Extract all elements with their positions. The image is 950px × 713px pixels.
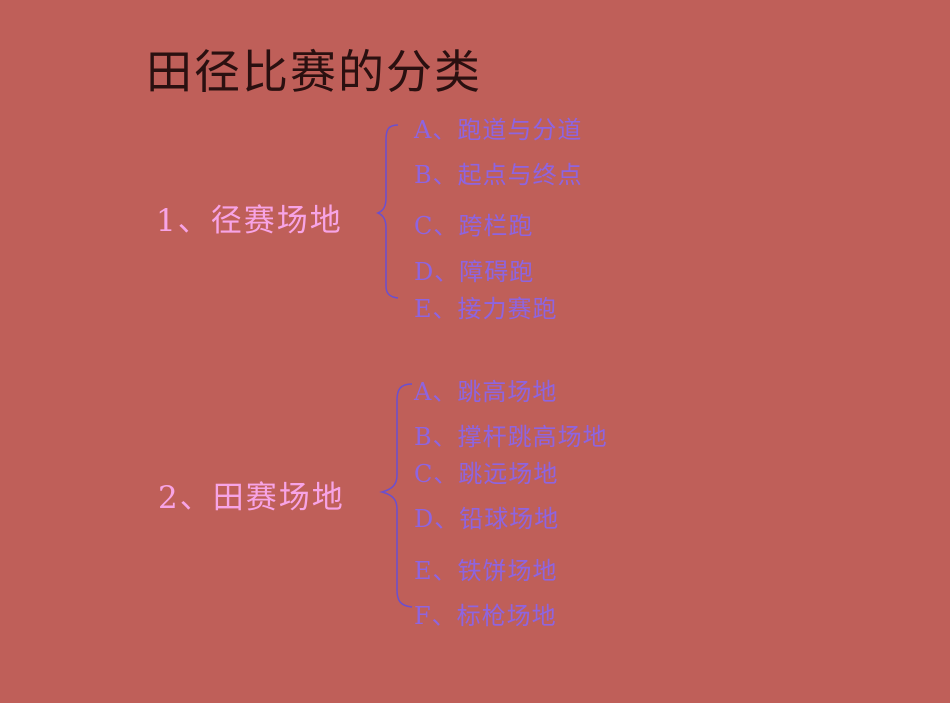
- field-item-c: C、跳远场地: [414, 460, 559, 488]
- track-item-c: C、跨栏跑: [414, 212, 534, 240]
- field-item-d: D、铅球场地: [414, 505, 560, 533]
- field-item-a: A、跳高场地: [414, 378, 558, 406]
- field-item-e: E、铁饼场地: [414, 557, 558, 585]
- track-item-a: A、跑道与分道: [414, 116, 583, 144]
- field-item-b: B、撑杆跳高场地: [414, 423, 608, 451]
- slide-title: 田径比赛的分类: [146, 45, 482, 99]
- brace-track: [375, 124, 399, 299]
- group-label-field: 2、田赛场地: [158, 480, 345, 516]
- brace-field: [379, 383, 413, 608]
- track-item-e: E、接力赛跑: [414, 295, 558, 323]
- field-item-f: F、标枪场地: [414, 602, 557, 630]
- track-item-d: D、障碍跑: [414, 258, 535, 286]
- track-item-b: B、起点与终点: [414, 161, 583, 189]
- group-label-track: 1、径赛场地: [156, 203, 343, 239]
- bottom-strip: [0, 703, 950, 713]
